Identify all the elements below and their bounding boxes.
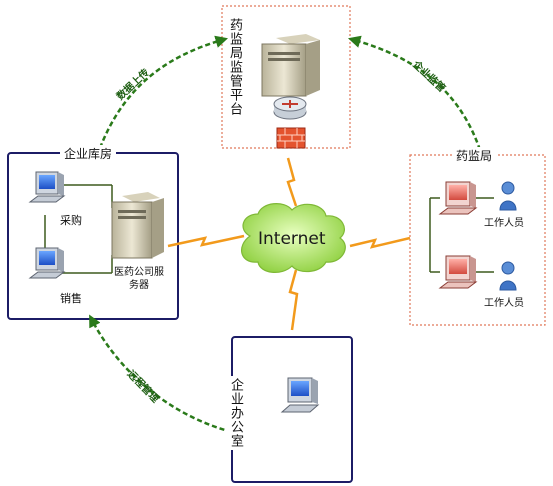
cloud-icon xyxy=(241,203,346,273)
staff-label-1: 工作人员 xyxy=(484,218,524,229)
lightning-icon xyxy=(349,236,411,249)
purchase-label: 采购 xyxy=(60,214,82,227)
lightning-icon xyxy=(288,269,299,331)
computer-icon xyxy=(438,255,478,289)
remote-management-arrow xyxy=(89,314,233,434)
lightning-icon xyxy=(167,234,245,248)
enterprise-warehouse-title: 企业库房 xyxy=(60,145,117,162)
server-icon xyxy=(261,34,320,97)
server-icon xyxy=(111,192,164,259)
drug-admin-title: 药监局 xyxy=(452,147,497,164)
computer-icon xyxy=(28,247,66,279)
computer-icon xyxy=(438,181,478,215)
computer-icon xyxy=(280,377,320,413)
enterprise-supervision-arrow xyxy=(347,35,482,151)
router-icon xyxy=(273,96,307,120)
lightning-icon xyxy=(286,157,298,207)
firewall-icon xyxy=(276,127,306,149)
person-icon xyxy=(499,261,517,291)
server-label: 医药公司服务器 xyxy=(114,267,164,291)
internet-label: Internet xyxy=(258,229,326,249)
sales-label: 销售 xyxy=(60,292,82,305)
drug-admin-box xyxy=(409,154,546,326)
data-upload-arrow xyxy=(98,35,229,149)
computer-icon xyxy=(28,171,66,203)
regulator-platform-title: 药监局监管平台 xyxy=(227,18,242,116)
staff-label-2: 工作人员 xyxy=(484,298,524,309)
person-icon xyxy=(499,181,517,211)
office-title: 企业办公室 xyxy=(226,376,245,450)
